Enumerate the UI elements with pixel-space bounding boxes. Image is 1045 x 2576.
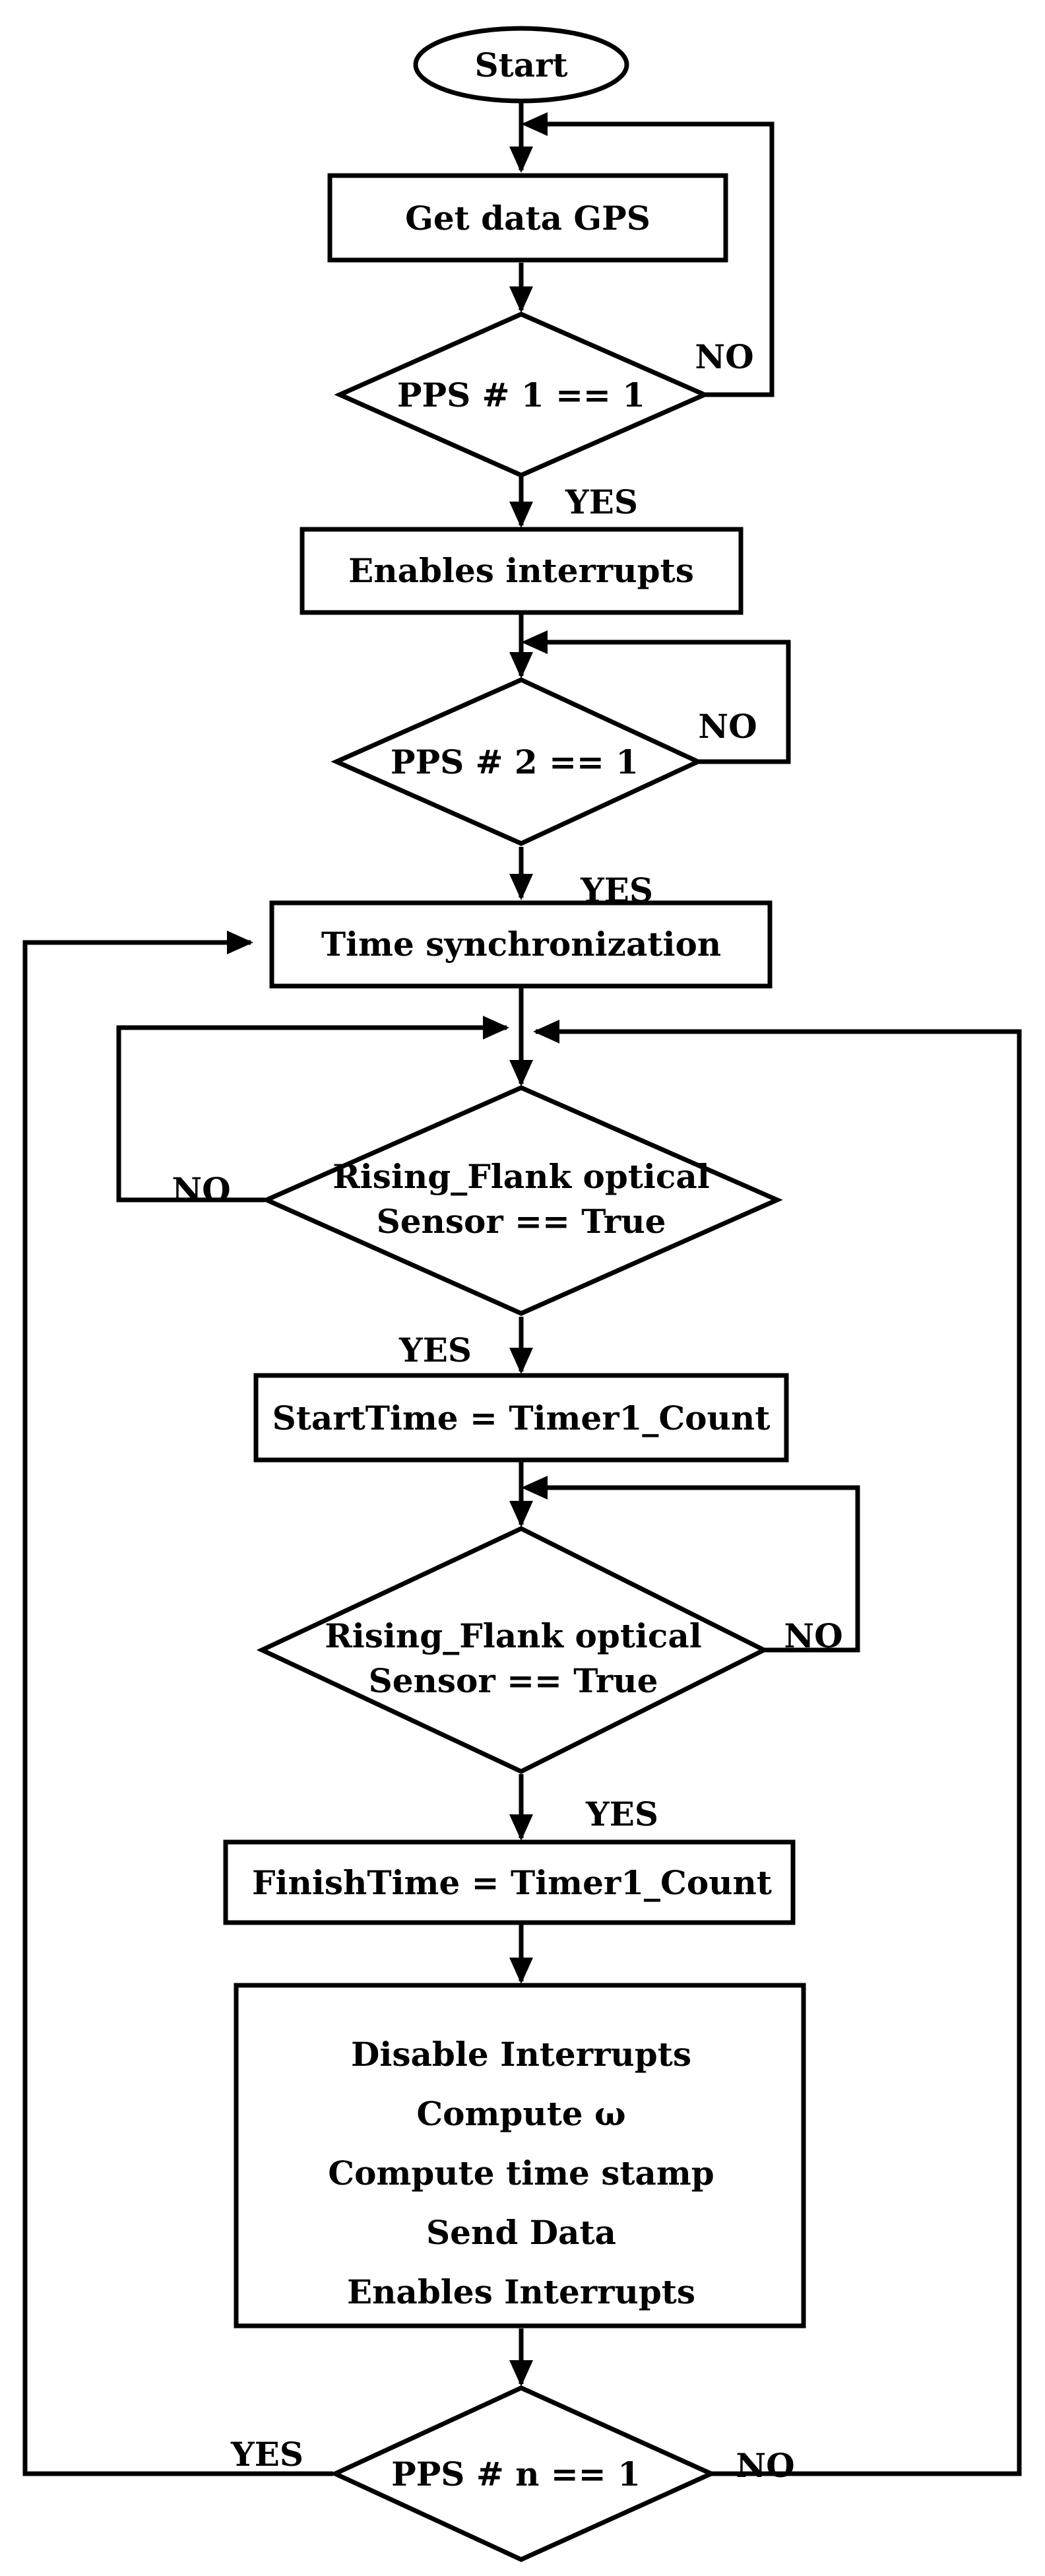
rising-flank-1-decision: Rising_Flank optical Sensor == True (261, 1085, 783, 1316)
ppsn-decision: PPS # n == 1 (329, 2385, 717, 2562)
arrowhead-enable (509, 502, 533, 528)
arrowhead-ppsn-yes-return (227, 931, 253, 954)
enables-interrupts-label: Enables interrupts (348, 551, 694, 590)
finish-time-box (223, 1839, 796, 1925)
pps1-no-label: NO (695, 337, 753, 376)
pps2-label: PPS # 2 == 1 (391, 743, 639, 781)
rising-flank-2-diamond (256, 1526, 769, 1774)
connector-ppsn-yes-loop (22, 940, 333, 2476)
rising1-no-label: NO (172, 1170, 230, 1209)
pps1-diamond (334, 312, 711, 478)
finish-time-node: FinishTime = Timer1_Count (223, 1839, 796, 1925)
arrowhead-gps (509, 147, 533, 173)
connector-ppsn-no-loop (536, 1029, 1022, 2476)
get-data-gps-box (327, 173, 728, 263)
rising2-no-label: NO (784, 1616, 842, 1655)
get-data-gps-label: Get data GPS (405, 199, 650, 238)
rising-flank-2-label-line2: Sensor == True (369, 1661, 658, 1700)
arrowhead-process (509, 1958, 533, 1984)
rising-flank-1-label-line2: Sensor == True (377, 1202, 666, 1241)
process-box (234, 1983, 806, 2328)
arrowhead-pps2-no-return (521, 630, 548, 654)
arrowhead-sync (509, 874, 533, 900)
rising-flank-1-diamond (261, 1085, 783, 1316)
ppsn-diamond (329, 2385, 717, 2562)
rising2-yes-label: YES (585, 1795, 658, 1833)
finish-time-label: FinishTime = Timer1_Count (252, 1863, 772, 1902)
ppsn-no-label: NO (736, 2446, 794, 2485)
pps2-decision: PPS # 2 == 1 (331, 677, 704, 846)
start-time-box (253, 1373, 789, 1463)
start-label: Start (474, 46, 567, 84)
enables-interrupts-node: Enables interrupts (300, 527, 744, 615)
rising-flank-1-label-line1: Rising_Flank optical (332, 1157, 710, 1196)
arrowhead-pps1 (509, 286, 533, 313)
arrowhead-rising2 (509, 1501, 533, 1527)
arrowhead-ppsn-no-return (533, 1020, 559, 1043)
time-sync-label: Time synchronization (321, 925, 721, 964)
process-node: Disable Interrupts Compute ω Compute tim… (234, 1983, 806, 2328)
arrowhead-finishtime (509, 1814, 533, 1841)
connector-pps1-no-loop (536, 121, 775, 397)
process-line-compute-omega: Compute ω (416, 2094, 625, 2133)
start-time-node: StartTime = Timer1_Count (253, 1373, 789, 1463)
arrowhead-starttime (509, 1348, 533, 1374)
arrowhead-rising1-no-return (483, 1016, 509, 1040)
pps1-decision: PPS # 1 == 1 (334, 312, 711, 478)
process-line-disable-interrupts: Disable Interrupts (351, 2035, 691, 2074)
rising-flank-2-label-line1: Rising_Flank optical (325, 1616, 702, 1655)
get-data-gps-node: Get data GPS (327, 173, 728, 263)
pps2-no-label: NO (698, 707, 757, 746)
process-line-send-data: Send Data (426, 2213, 616, 2252)
connector-rising1-no-loop (116, 1025, 507, 1203)
start-node: Start (413, 26, 629, 104)
connector-rising2-no-loop (536, 1485, 860, 1653)
pps1-label: PPS # 1 == 1 (397, 376, 645, 414)
rising-flank-2-decision: Rising_Flank optical Sensor == True (256, 1526, 769, 1774)
time-sync-node: Time synchronization (269, 900, 773, 989)
pps1-yes-label: YES (565, 482, 638, 521)
start-oval (413, 26, 629, 104)
connector-pps2-no-loop (536, 640, 791, 764)
pps2-yes-label: YES (580, 871, 653, 909)
arrowheads (227, 112, 559, 2387)
branch-labels: NO YES NO YES NO YES NO YES YES NO (172, 337, 842, 2485)
arrowhead-ppsn (509, 2360, 533, 2387)
arrowhead-pps1-no-return (521, 112, 548, 136)
ppsn-label: PPS # n == 1 (391, 2455, 641, 2493)
arrowhead-rising2-no-return (521, 1476, 548, 1500)
start-time-label: StartTime = Timer1_Count (272, 1399, 771, 1437)
enables-interrupts-box (300, 527, 744, 615)
time-sync-box (269, 900, 773, 989)
process-line-compute-time-stamp: Compute time stamp (328, 2154, 714, 2193)
arrowhead-rising1 (509, 1060, 533, 1086)
rising1-yes-label: YES (398, 1331, 472, 1370)
pps2-diamond (331, 677, 704, 846)
process-line-enables-interrupts: Enables Interrupts (347, 2272, 695, 2311)
ppsn-yes-label: YES (230, 2435, 303, 2474)
arrowhead-pps2 (509, 652, 533, 678)
